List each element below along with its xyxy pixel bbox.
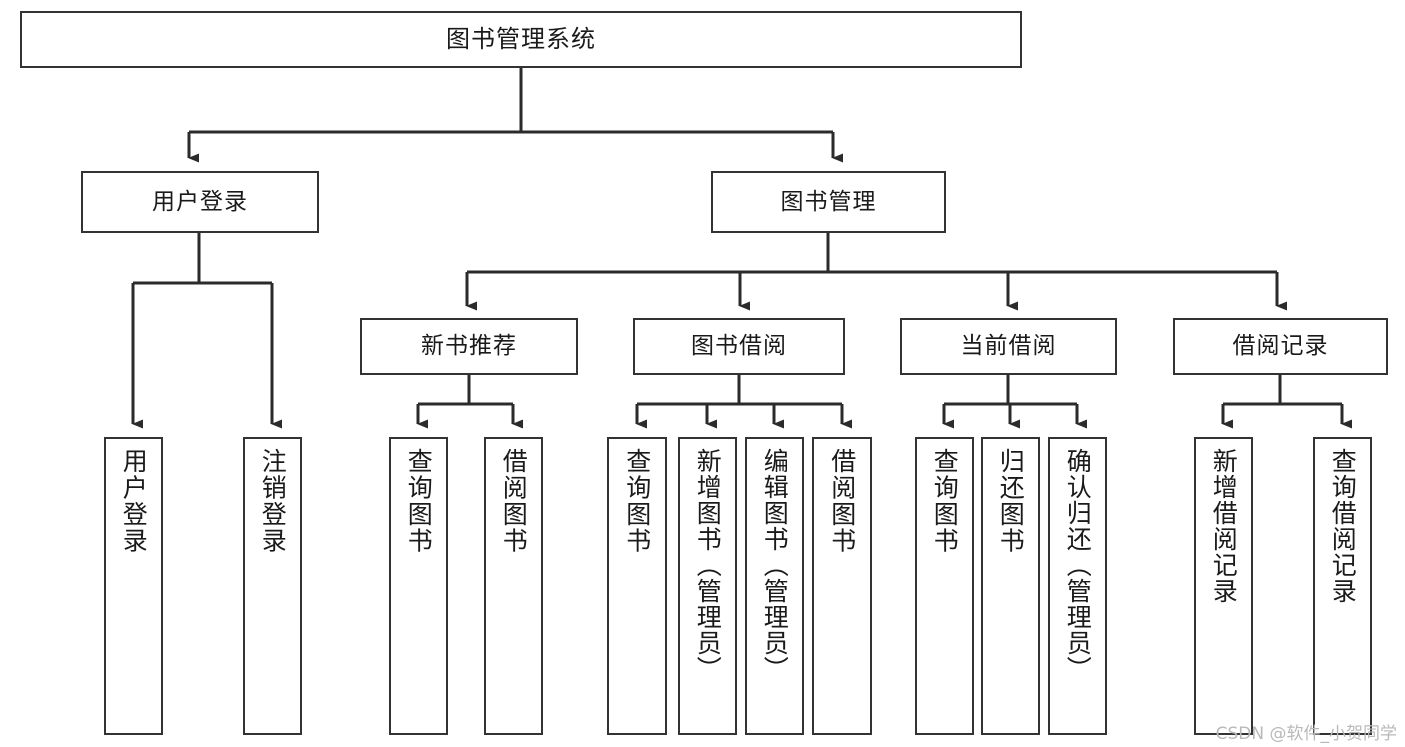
leaf-user-login-label: 用户登录 bbox=[119, 448, 149, 554]
node-root[interactable]: 图书管理系统 bbox=[20, 11, 1022, 68]
leaf-confirm-return-label: 确认归还（管理员） bbox=[1063, 448, 1093, 682]
csdn-watermark: CSDN @软件_小贺同学 bbox=[1215, 724, 1397, 744]
leaf-query-book-3-label: 查询图书 bbox=[930, 448, 960, 554]
leaf-query-book-1[interactable]: 查询图书 bbox=[389, 437, 448, 735]
leaf-confirm-return[interactable]: 确认归还（管理员） bbox=[1048, 437, 1107, 735]
leaf-query-record[interactable]: 查询借阅记录 bbox=[1313, 437, 1372, 735]
leaf-borrow-book-2[interactable]: 借阅图书 bbox=[812, 437, 872, 735]
node-book-manage-label: 图书管理 bbox=[780, 188, 877, 215]
node-borrow-record-label: 借阅记录 bbox=[1232, 333, 1329, 360]
leaf-borrow-book-1[interactable]: 借阅图书 bbox=[484, 437, 543, 735]
leaf-query-book-3[interactable]: 查询图书 bbox=[915, 437, 974, 735]
leaf-add-book-label: 新增图书（管理员） bbox=[693, 448, 723, 682]
leaf-borrow-book-1-label: 借阅图书 bbox=[499, 448, 529, 554]
node-book-borrow[interactable]: 图书借阅 bbox=[633, 318, 845, 375]
leaf-edit-book[interactable]: 编辑图书（管理员） bbox=[745, 437, 804, 735]
node-current-borrow-label: 当前借阅 bbox=[960, 333, 1057, 360]
node-borrow-record[interactable]: 借阅记录 bbox=[1173, 318, 1388, 375]
leaf-query-book-2[interactable]: 查询图书 bbox=[607, 437, 667, 735]
leaf-query-record-label: 查询借阅记录 bbox=[1328, 448, 1358, 604]
node-book-manage[interactable]: 图书管理 bbox=[711, 171, 946, 233]
leaf-return-book-label: 归还图书 bbox=[996, 448, 1026, 554]
node-root-label: 图书管理系统 bbox=[446, 24, 596, 53]
node-user-login[interactable]: 用户登录 bbox=[81, 171, 319, 233]
leaf-query-book-2-label: 查询图书 bbox=[622, 448, 652, 554]
node-book-borrow-label: 图书借阅 bbox=[691, 333, 787, 360]
leaf-query-book-1-label: 查询图书 bbox=[404, 448, 434, 554]
leaf-add-record[interactable]: 新增借阅记录 bbox=[1194, 437, 1253, 735]
leaf-borrow-book-2-label: 借阅图书 bbox=[827, 448, 857, 554]
node-new-book-recommend[interactable]: 新书推荐 bbox=[360, 318, 578, 375]
leaf-add-book[interactable]: 新增图书（管理员） bbox=[678, 437, 737, 735]
leaf-add-record-label: 新增借阅记录 bbox=[1209, 448, 1239, 604]
leaf-logout[interactable]: 注销登录 bbox=[243, 437, 302, 735]
leaf-return-book[interactable]: 归还图书 bbox=[981, 437, 1040, 735]
leaf-edit-book-label: 编辑图书（管理员） bbox=[760, 448, 790, 682]
node-user-login-label: 用户登录 bbox=[152, 188, 248, 215]
node-new-book-recommend-label: 新书推荐 bbox=[421, 333, 517, 360]
node-current-borrow[interactable]: 当前借阅 bbox=[900, 318, 1117, 375]
leaf-user-login[interactable]: 用户登录 bbox=[104, 437, 163, 735]
leaf-logout-label: 注销登录 bbox=[258, 448, 288, 554]
